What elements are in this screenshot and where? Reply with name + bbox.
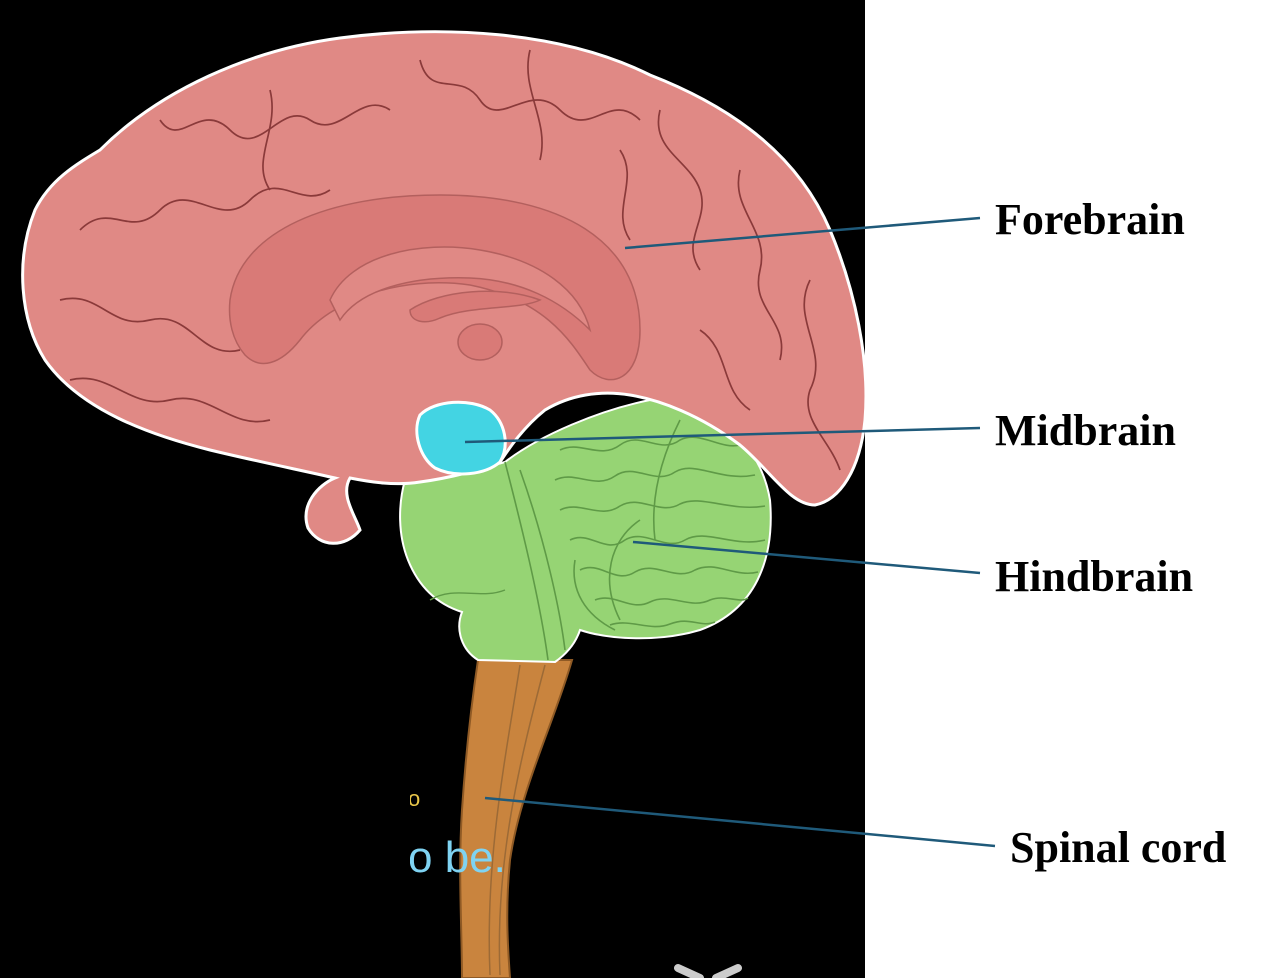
forebrain-leader-line [624,216,981,250]
cerebellum-folds [554,419,766,631]
spinal-cord-label: Spinal cord [1010,823,1226,872]
spinal-cord-fiber [498,664,546,976]
cingulate-gyrus [228,194,641,381]
black-background-lower [0,570,410,978]
subtitle-clip [370,775,410,885]
subtitle-line-2: o be. [408,833,506,882]
hindbrain-label: Hindbrain [995,552,1193,601]
forebrain-gyri [59,49,841,471]
spinal-cord-fiber [488,664,521,976]
fornix [409,290,542,323]
forebrain-label: Forebrain [995,195,1185,244]
subtitle-line-1: o [408,786,420,811]
hindbrain-leader-line [632,540,981,575]
spinal-cord-leader-line [484,796,996,848]
midbrain-leader-line [464,426,981,444]
forebrain-region [21,30,868,545]
spinal-cord-region [459,659,574,978]
close-icon [674,964,742,978]
brainstem-contour [519,469,566,651]
brainstem-contour [504,461,549,661]
midbrain-label: Midbrain [995,406,1176,455]
midbrain-region [415,400,507,476]
corpus-callosum [329,246,592,333]
pons-contour [429,589,506,601]
thalamus [457,323,503,361]
